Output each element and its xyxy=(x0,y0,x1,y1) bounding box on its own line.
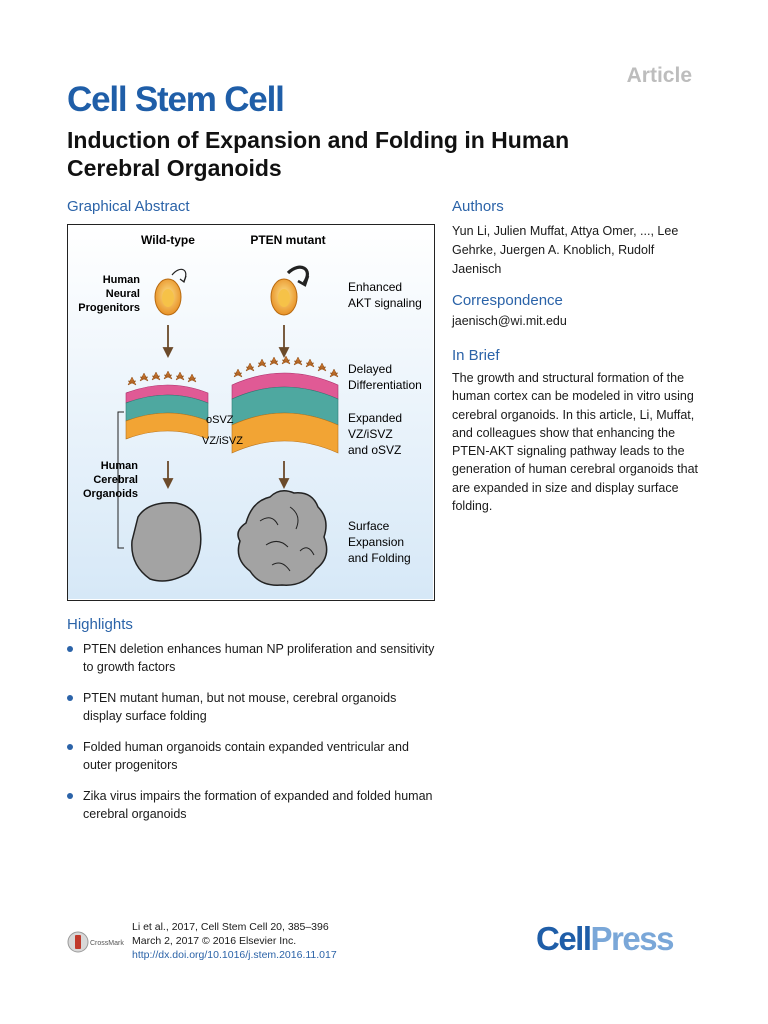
wildtype-label: Wild-type xyxy=(141,233,195,247)
differentiation-label: Delayed Differentiation xyxy=(348,362,422,392)
svg-text:Cerebral: Cerebral xyxy=(93,474,138,486)
mutant-organoid xyxy=(237,490,328,586)
highlights-heading: Highlights xyxy=(67,616,133,633)
svg-text:Delayed: Delayed xyxy=(348,362,392,376)
bullet-icon xyxy=(67,744,73,750)
paper-title: Induction of Expansion and Folding in Hu… xyxy=(67,127,570,181)
svg-text:CrossMark: CrossMark xyxy=(90,940,124,947)
article-type-label: Article xyxy=(626,64,692,87)
bullet-icon xyxy=(67,793,73,799)
highlight-item: Folded human organoids contain expanded … xyxy=(67,738,437,774)
svg-text:AKT signaling: AKT signaling xyxy=(348,296,422,310)
graphical-abstract-heading: Graphical Abstract xyxy=(67,198,190,215)
svg-text:Neural: Neural xyxy=(106,288,140,300)
doi-link[interactable]: http://dx.doi.org/10.1016/j.stem.2016.11… xyxy=(132,949,337,961)
surface-label: Surface Expansion and Folding xyxy=(348,519,411,565)
graphical-abstract: Wild-type PTEN mutant Human Neural Proge… xyxy=(67,224,435,601)
svg-text:Surface: Surface xyxy=(348,519,390,533)
osvz-label: oSVZ xyxy=(206,414,234,426)
in-brief-text: The growth and structural formation of t… xyxy=(452,371,698,514)
wildtype-progenitor xyxy=(154,268,187,316)
citation-block: Li et al., 2017, Cell Stem Cell 20, 385–… xyxy=(132,920,337,962)
authors-heading: Authors xyxy=(452,198,504,215)
pten-mutant-label: PTEN mutant xyxy=(250,233,325,247)
citation-date: March 2, 2017 © 2016 Elsevier Inc. xyxy=(132,935,297,947)
highlight-item: PTEN deletion enhances human NP prolifer… xyxy=(67,640,437,676)
crossmark-icon[interactable]: CrossMark xyxy=(67,930,127,954)
svg-text:Organoids: Organoids xyxy=(83,488,138,500)
graphical-abstract-figure: Wild-type PTEN mutant Human Neural Proge… xyxy=(68,225,433,599)
svg-text:Human: Human xyxy=(103,274,141,286)
wildtype-layers xyxy=(125,370,209,440)
organoid-bracket xyxy=(117,411,124,549)
expanded-label: Expanded VZ/iSVZ and oSVZ xyxy=(348,411,402,457)
journal-name: Cell Stem Cell xyxy=(67,80,285,119)
svg-text:Human: Human xyxy=(101,460,139,472)
arrows xyxy=(162,325,290,490)
cellpress-logo: CellPress xyxy=(536,920,674,957)
bullet-icon xyxy=(67,695,73,701)
in-brief-heading: In Brief xyxy=(452,347,500,364)
svg-text:Differentiation: Differentiation xyxy=(348,378,422,392)
correspondence-heading: Correspondence xyxy=(452,292,563,309)
svg-text:Expansion: Expansion xyxy=(348,535,404,549)
svg-text:and Folding: and Folding xyxy=(348,551,411,565)
svg-text:and oSVZ: and oSVZ xyxy=(348,443,401,457)
highlights-list: PTEN deletion enhances human NP prolifer… xyxy=(67,640,437,836)
akt-label: Enhanced AKT signaling xyxy=(348,280,422,310)
progenitors-label: Human Neural Progenitors xyxy=(78,274,140,314)
highlight-item: PTEN mutant human, but not mouse, cerebr… xyxy=(67,689,437,725)
svg-text:Expanded: Expanded xyxy=(348,411,402,425)
correspondence-email[interactable]: jaenisch@wi.mit.edu xyxy=(452,314,567,328)
citation-line: Li et al., 2017, Cell Stem Cell 20, 385–… xyxy=(132,921,329,933)
bullet-icon xyxy=(67,646,73,652)
wildtype-organoid xyxy=(131,502,202,582)
authors-list: Yun Li, Julien Muffat, Attya Omer, ..., … xyxy=(452,224,679,276)
svg-text:Progenitors: Progenitors xyxy=(78,302,140,314)
mutant-layers xyxy=(231,355,339,454)
svg-text:Enhanced: Enhanced xyxy=(348,280,402,294)
highlight-item: Zika virus impairs the formation of expa… xyxy=(67,787,437,823)
organoids-label: Human Cerebral Organoids xyxy=(83,460,138,500)
mutant-progenitor xyxy=(270,265,310,316)
svg-text:VZ/iSVZ: VZ/iSVZ xyxy=(348,427,393,441)
vz-isvz-label: VZ/iSVZ xyxy=(202,435,243,447)
